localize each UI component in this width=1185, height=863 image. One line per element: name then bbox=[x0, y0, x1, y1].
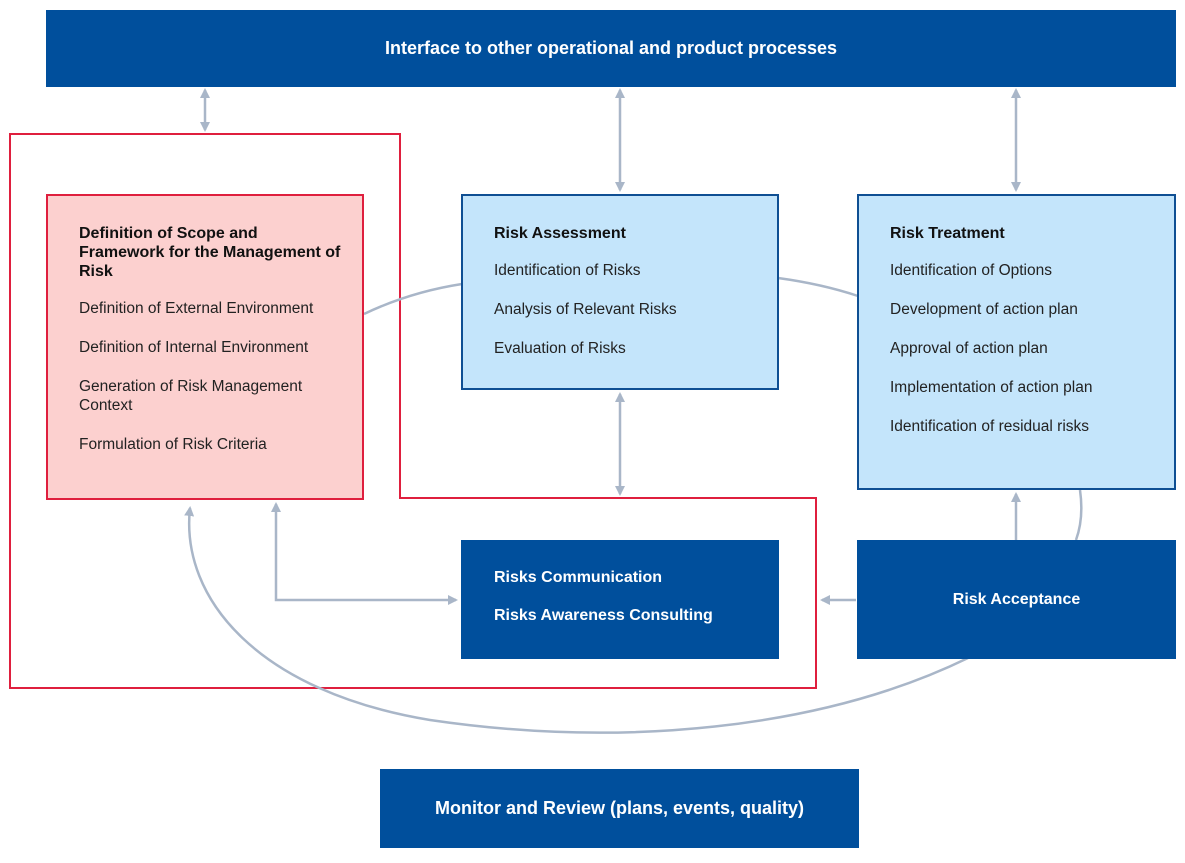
awareness-consulting-line: Risks Awareness Consulting bbox=[494, 607, 713, 624]
scope-framework-title: Definition of Scope and Framework for th… bbox=[79, 225, 341, 280]
monitor-review-label: Monitor and Review (plans, events, quali… bbox=[434, 798, 805, 818]
treatment-item-approval: Approval of action plan bbox=[890, 340, 1048, 357]
treatment-item-implementation: Implementation of action plan bbox=[890, 379, 1093, 396]
assessment-item-evaluation: Evaluation of Risks bbox=[494, 340, 626, 357]
risk-acceptance-box: Risk Acceptance bbox=[857, 540, 1176, 659]
scope-item-criteria: Formulation of Risk Criteria bbox=[79, 436, 267, 453]
scope-assessment-curve bbox=[363, 282, 463, 316]
treatment-item-residual: Identification of residual risks bbox=[890, 418, 1090, 435]
acceptance-scope-curve bbox=[184, 506, 969, 734]
scope-item-context: Generation of Risk Management Context bbox=[79, 378, 303, 414]
risk-treatment-box: Risk Treatment Identification of Options… bbox=[857, 194, 1176, 490]
assessment-item-identification: Identification of Risks bbox=[494, 262, 641, 279]
monitor-review-banner: Monitor and Review (plans, events, quali… bbox=[380, 769, 859, 848]
interface-banner-label: Interface to other operational and produ… bbox=[384, 38, 838, 58]
risks-communication-box: Risks Communication Risks Awareness Cons… bbox=[461, 540, 779, 659]
treatment-acceptance-curve bbox=[1074, 489, 1083, 541]
scope-item-internal: Definition of Internal Environment bbox=[79, 339, 309, 356]
assessment-item-analysis: Analysis of Relevant Risks bbox=[494, 301, 677, 318]
risk-assessment-box: Risk Assessment Identification of Risks … bbox=[461, 194, 779, 390]
arrow-scope-communication bbox=[271, 502, 458, 605]
risk-acceptance-label: Risk Acceptance bbox=[952, 590, 1081, 608]
interface-banner: Interface to other operational and produ… bbox=[46, 10, 1176, 87]
risk-treatment-title: Risk Treatment bbox=[890, 225, 1005, 242]
communication-line: Risks Communication bbox=[494, 569, 663, 586]
scope-framework-box: Definition of Scope and Framework for th… bbox=[46, 194, 364, 500]
scope-region-outline bbox=[9, 133, 817, 689]
treatment-item-development: Development of action plan bbox=[890, 301, 1078, 318]
assessment-treatment-curve bbox=[777, 276, 859, 298]
scope-item-external: Definition of External Environment bbox=[79, 300, 314, 317]
risk-assessment-title: Risk Assessment bbox=[494, 225, 626, 242]
treatment-item-options: Identification of Options bbox=[890, 262, 1052, 279]
